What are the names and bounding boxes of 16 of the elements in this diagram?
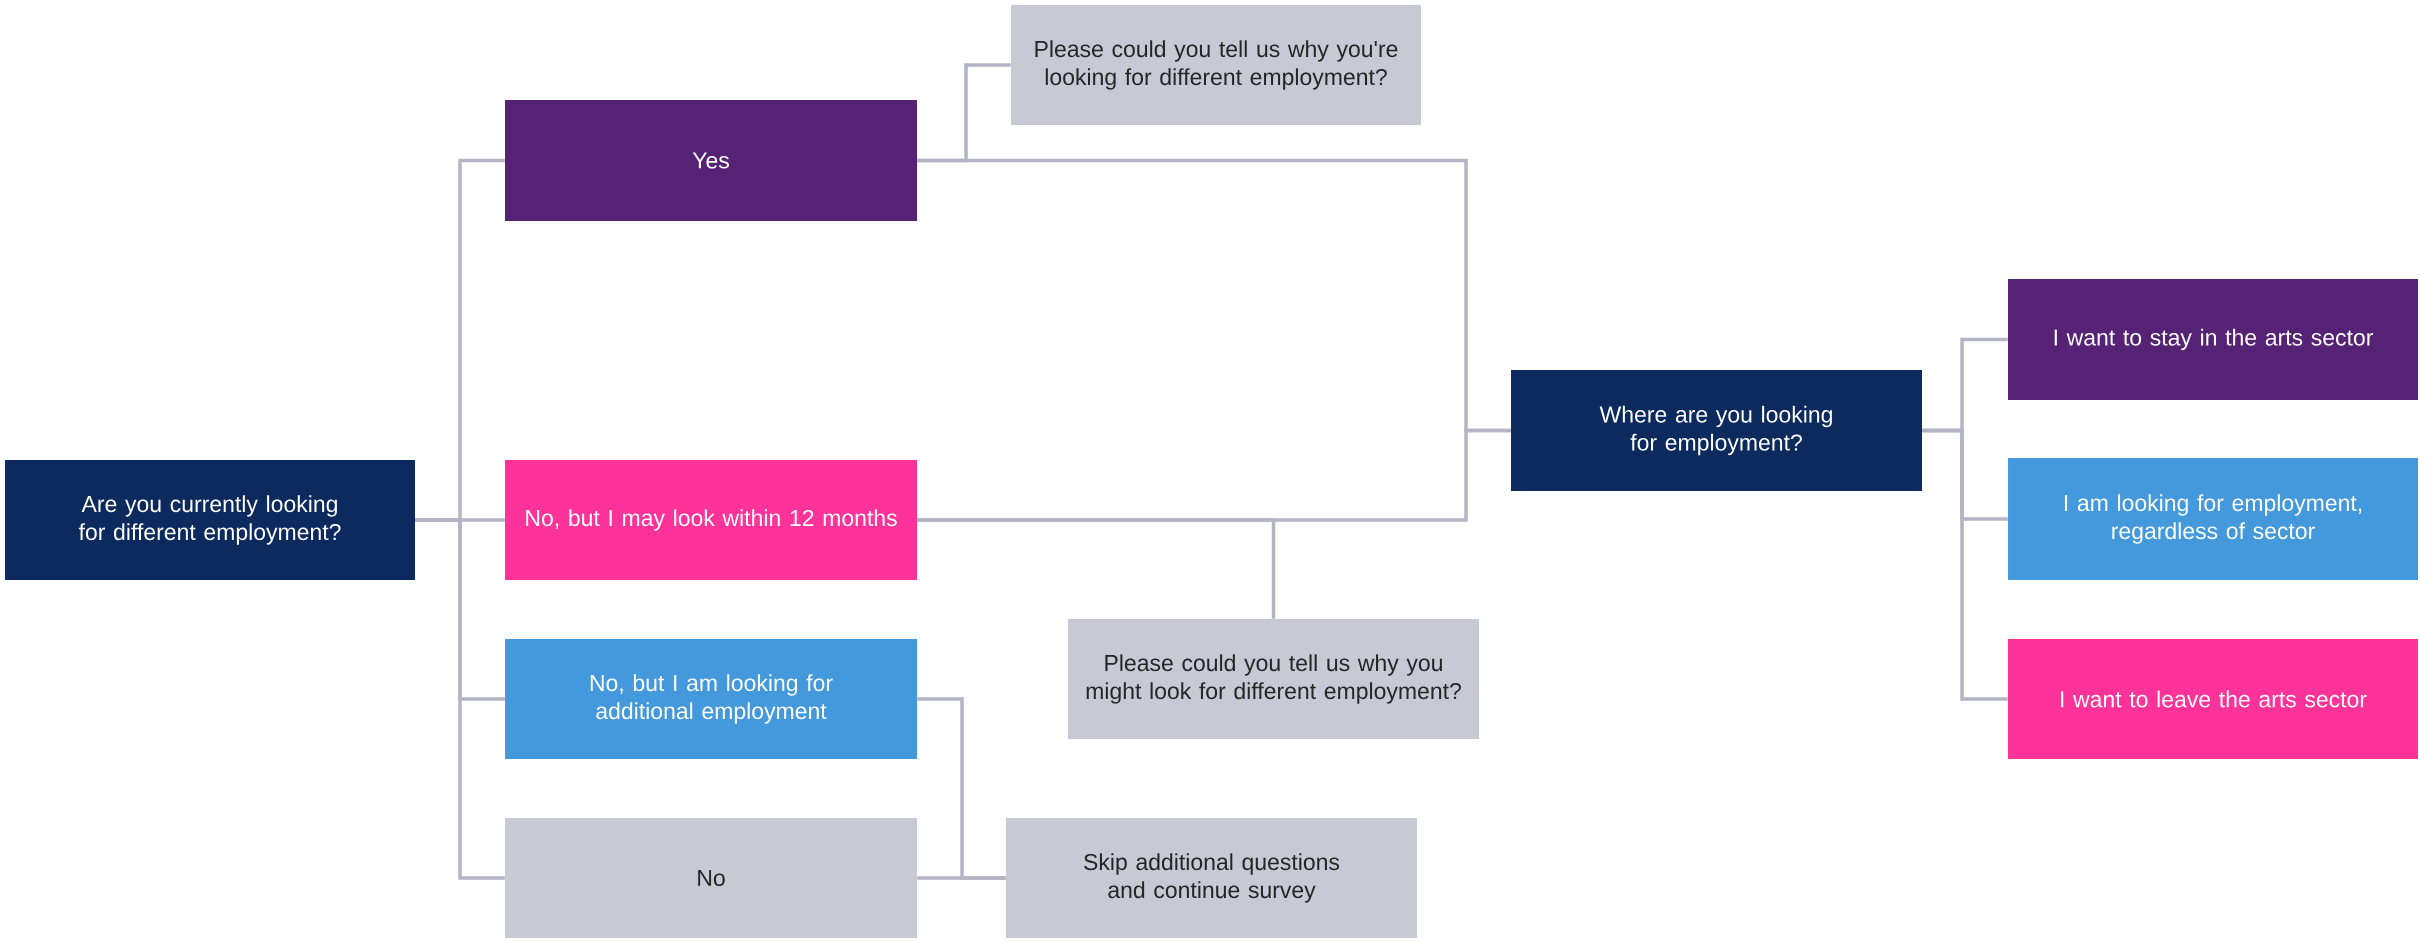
connector	[917, 518, 1276, 619]
question-box: Where are you looking for employment?	[1511, 370, 1922, 491]
answer-box: Yes	[505, 100, 917, 221]
answer-box: I want to stay in the arts sector	[2008, 279, 2418, 400]
connector	[917, 876, 1006, 880]
connector	[415, 518, 505, 880]
follow-up-box: Please could you tell us why you might look for different employment?	[1068, 619, 1479, 739]
answer-box: I am looking for employment, regardless of sector	[2008, 458, 2418, 580]
answer-box: No, but I may look within 12 months	[505, 460, 917, 580]
follow-up-box: Skip additional questions and continue survey	[1006, 818, 1417, 938]
answer-box: No, but I am looking for additional employment	[505, 639, 917, 759]
connector	[1922, 428, 2008, 701]
follow-up-box: Please could you tell us why you're looking for different employment?	[1011, 5, 1421, 125]
question-box: Are you currently looking for different employment?	[5, 460, 415, 580]
answer-box: No	[505, 818, 917, 938]
answer-box: I want to leave the arts sector	[2008, 639, 2418, 759]
